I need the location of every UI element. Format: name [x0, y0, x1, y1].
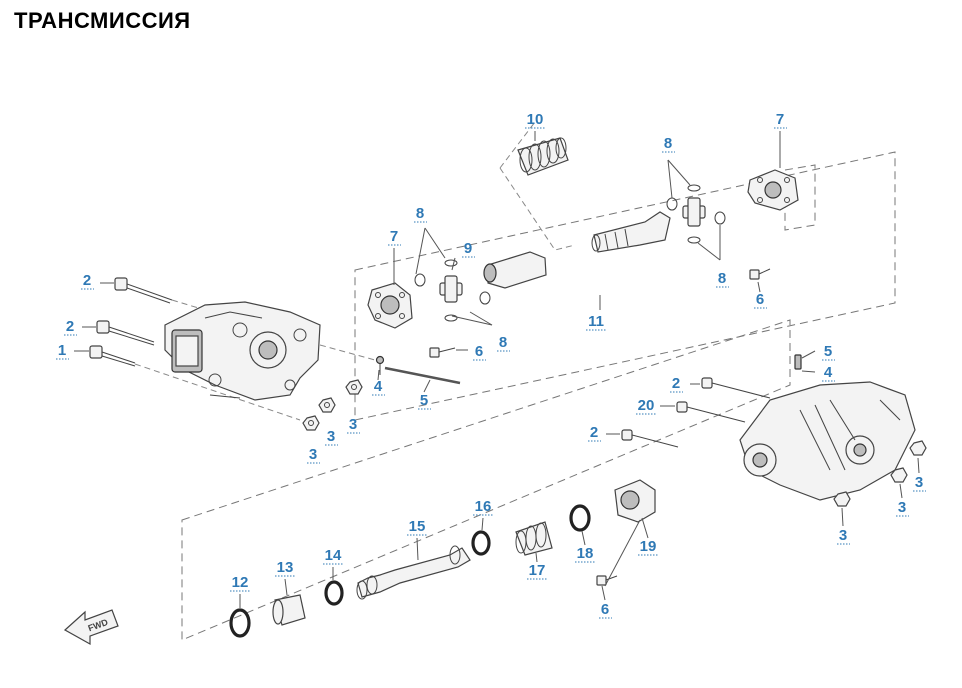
callout-2[interactable]: 2 [590, 424, 598, 441]
fwd-arrow-icon: FWD [63, 609, 119, 646]
callout-4[interactable]: 4 [374, 378, 383, 395]
callout-1[interactable]: 1 [58, 342, 66, 359]
callout-16[interactable]: 16 [475, 498, 492, 515]
bolt-part [96, 320, 155, 346]
flange-left [367, 282, 413, 329]
callout-12[interactable]: 12 [232, 574, 249, 591]
small-bolts-6 [429, 268, 771, 586]
callout-6[interactable]: 6 [756, 291, 764, 308]
callout-2[interactable]: 2 [83, 272, 91, 289]
callout-3[interactable]: 3 [309, 446, 317, 463]
callout-6[interactable]: 6 [475, 343, 483, 360]
rear-final-drive-housing [739, 354, 916, 501]
callout-13[interactable]: 13 [277, 559, 294, 576]
rear-yoke-frame [784, 164, 816, 231]
callout-9[interactable]: 9 [464, 240, 472, 257]
page-title: ТРАНСМИССИЯ [14, 8, 191, 33]
u-joint-left [414, 259, 491, 322]
bolt-part [89, 345, 136, 367]
front-shaft-yoke [483, 251, 547, 289]
callout-19[interactable]: 19 [640, 538, 657, 555]
driveshaft-frame [354, 151, 896, 421]
u-joint-right [666, 184, 726, 244]
callout-labels: 10 8 7 8 7 9 2 2 1 6 8 8 11 6 4 5 3 3 [56, 111, 926, 619]
callout-3[interactable]: 3 [915, 474, 923, 491]
callout-7[interactable]: 7 [776, 111, 784, 128]
front-nuts [302, 379, 363, 431]
callout-14[interactable]: 14 [325, 547, 342, 564]
callout-18[interactable]: 18 [577, 545, 594, 562]
front-gearbox-housing [164, 301, 321, 401]
callout-2[interactable]: 2 [672, 375, 680, 392]
callout-8[interactable]: 8 [664, 135, 672, 152]
callout-8[interactable]: 8 [499, 334, 507, 351]
splined-shaft-11 [591, 211, 671, 253]
left-bolts [89, 277, 301, 421]
rear-nuts [833, 440, 927, 507]
callout-8[interactable]: 8 [718, 270, 726, 287]
flange-right [747, 169, 799, 211]
callout-5[interactable]: 5 [420, 392, 428, 409]
callout-8[interactable]: 8 [416, 205, 424, 222]
callout-3[interactable]: 3 [349, 416, 357, 433]
callout-17[interactable]: 17 [529, 562, 546, 579]
callout-3[interactable]: 3 [898, 499, 906, 516]
callout-2[interactable]: 2 [66, 318, 74, 335]
leader-lines [74, 131, 920, 608]
breather-parts [319, 344, 461, 385]
callout-4[interactable]: 4 [824, 364, 833, 381]
callout-7[interactable]: 7 [390, 228, 398, 245]
rear-axle-parts [229, 479, 656, 638]
callout-6[interactable]: 6 [601, 601, 609, 618]
rubber-boot-10 [517, 137, 569, 176]
callout-20[interactable]: 20 [638, 397, 655, 414]
callout-5[interactable]: 5 [824, 343, 832, 360]
callout-3[interactable]: 3 [327, 428, 335, 445]
callout-10[interactable]: 10 [527, 111, 544, 128]
callout-pointers [415, 159, 721, 326]
rear-axle-frame [181, 319, 791, 641]
callout-3[interactable]: 3 [839, 527, 847, 544]
assembly-frames [181, 121, 896, 641]
callout-11[interactable]: 11 [588, 313, 604, 330]
callout-15[interactable]: 15 [409, 518, 426, 535]
bolt-part [114, 277, 173, 304]
rear-bolts [621, 377, 771, 448]
